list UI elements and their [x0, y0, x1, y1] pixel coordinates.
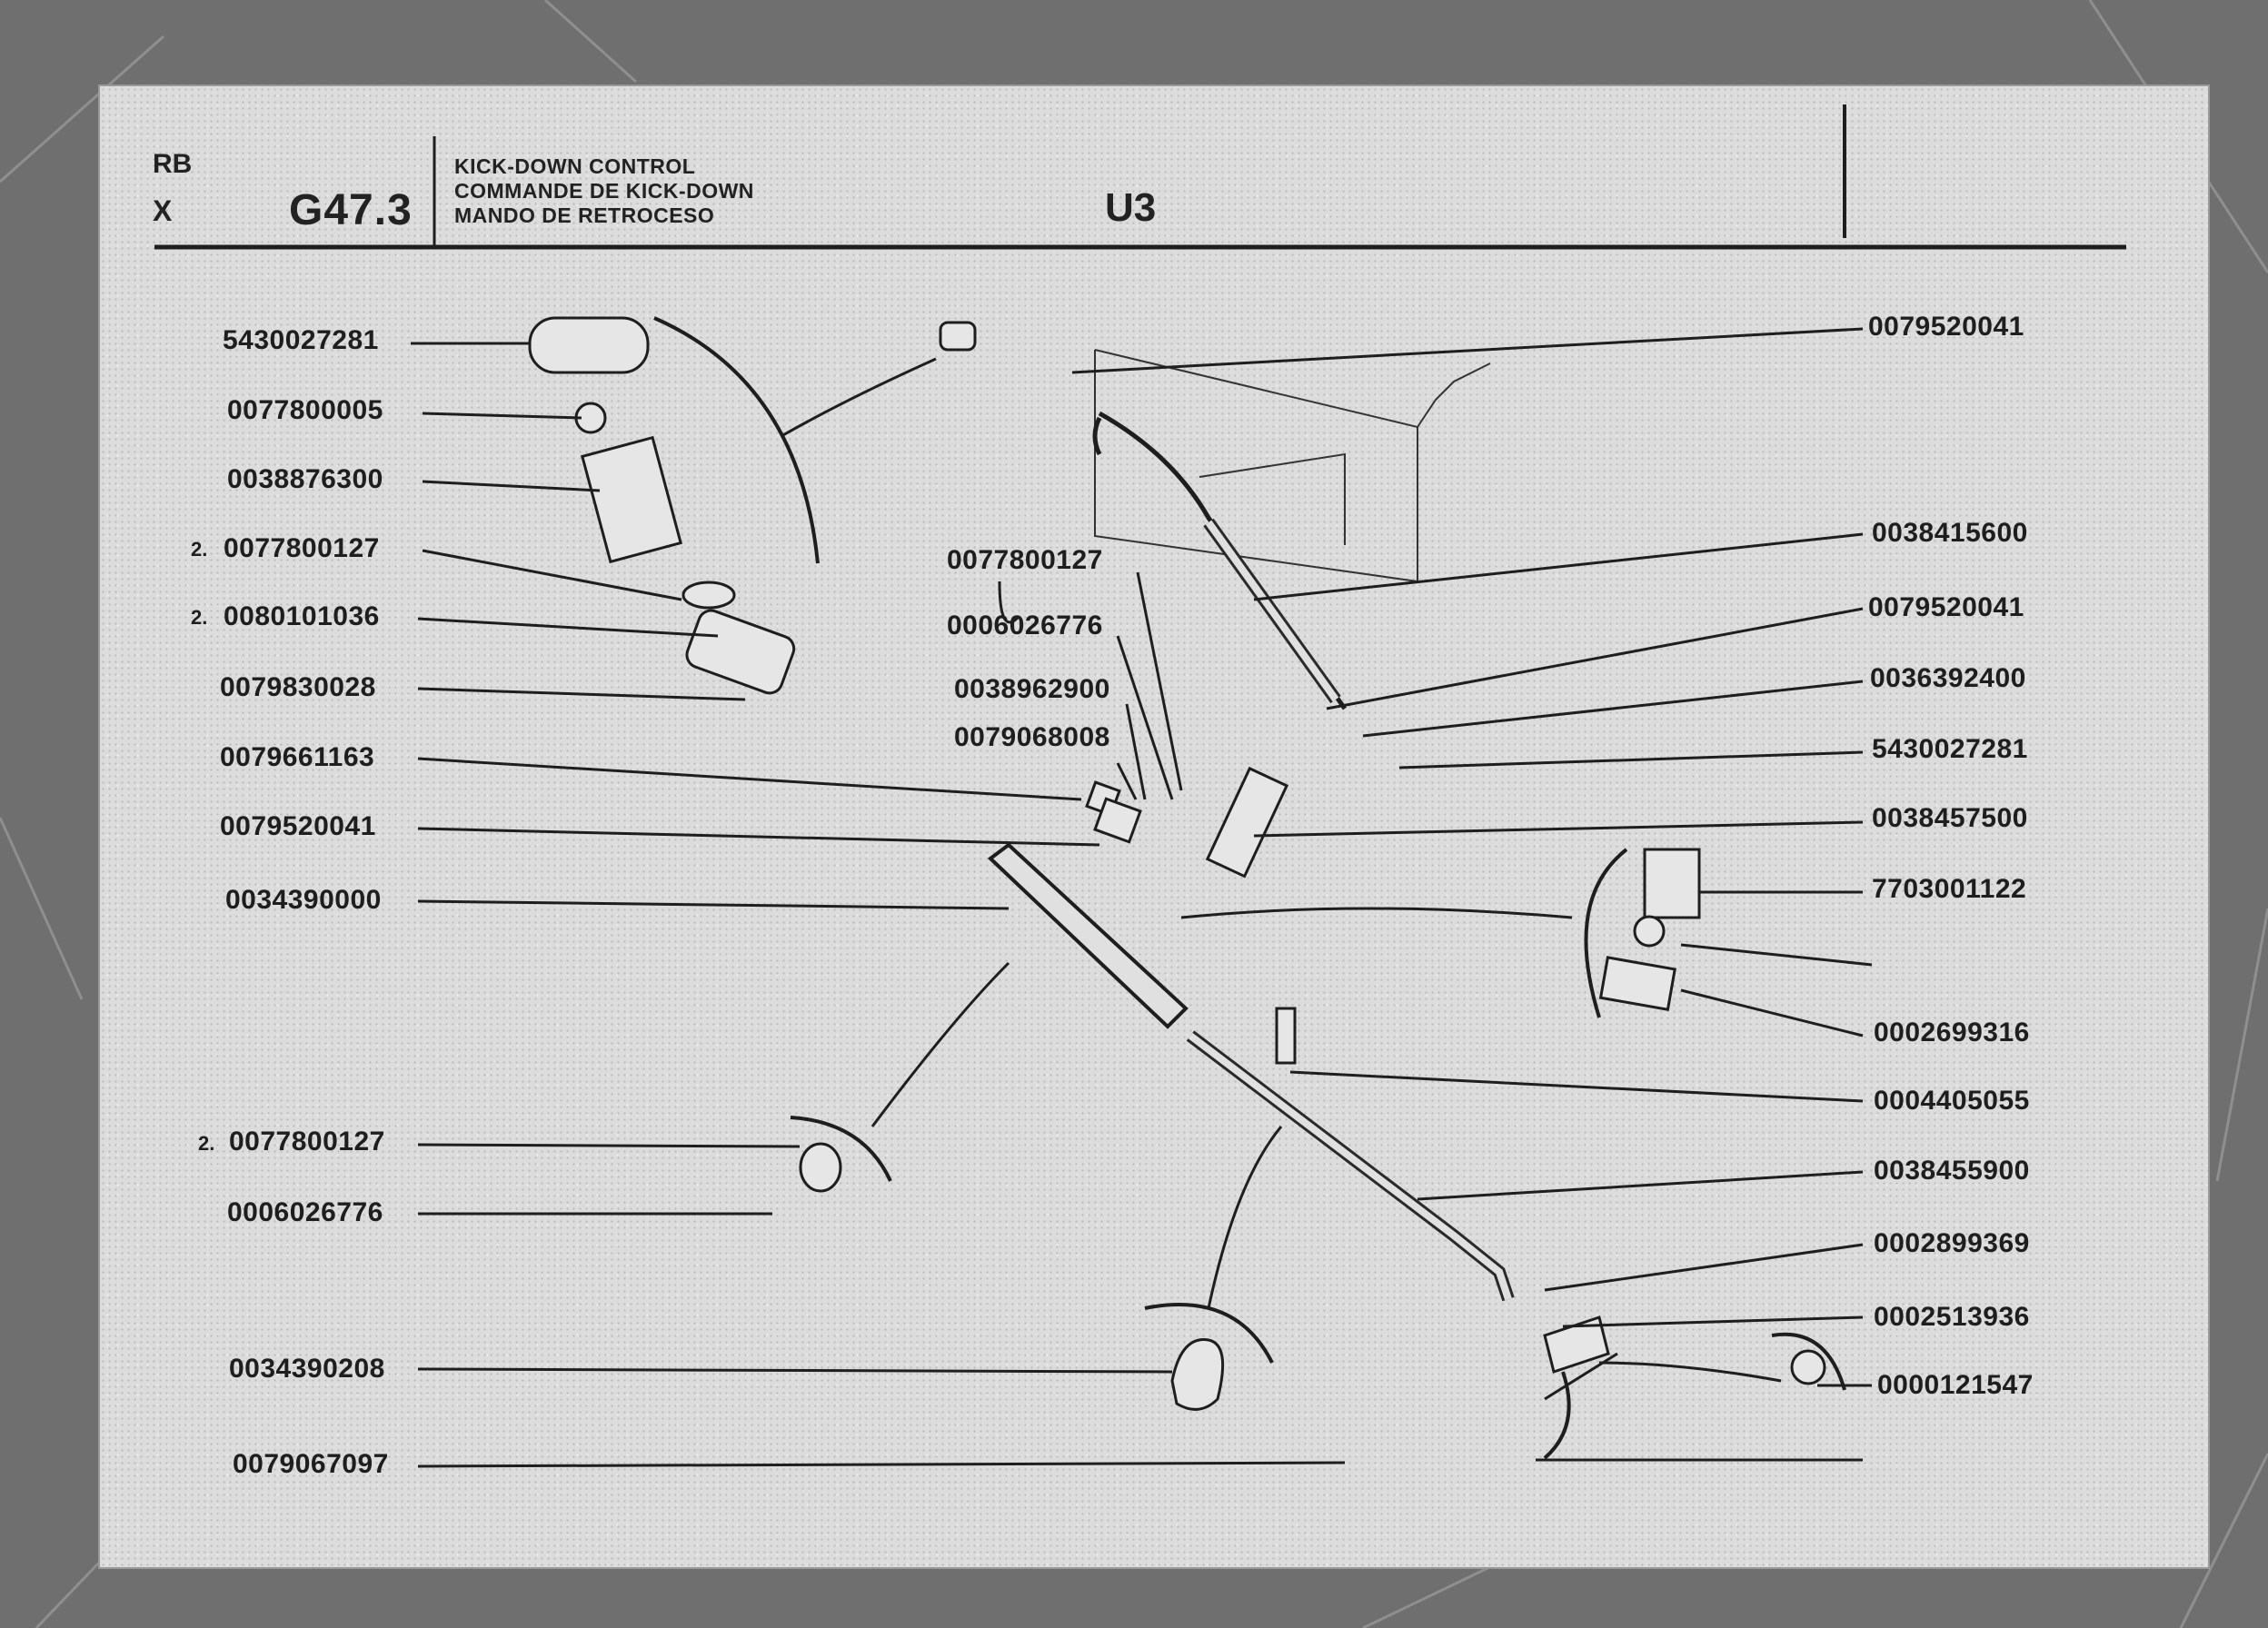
part-number-label: 0002899369: [1874, 1228, 2030, 1258]
header-rules: [154, 104, 2126, 250]
part-number-label: 0080101036: [224, 601, 380, 631]
part-number-label: 0006026776: [947, 610, 1103, 640]
part-number-label: 0079830028: [220, 672, 376, 702]
page-code: G47.3: [289, 186, 413, 234]
part-number-label: 0038962900: [954, 674, 1110, 704]
part-number-label: 0036392400: [1870, 663, 2026, 693]
part-number-label: 0079520041: [1868, 312, 2024, 342]
detail-arcs: [653, 316, 1846, 1460]
part-number-label: 0038876300: [227, 464, 383, 494]
part-number-label: 0077800127: [224, 533, 380, 563]
kick-down-cable: [1092, 411, 1348, 710]
accelerator-linkage-parts: [528, 316, 1826, 1411]
quantity-label: 2.: [191, 538, 208, 561]
title-spanish: MANDO DE RETROCESO: [454, 204, 715, 227]
part-number-label: 0034390208: [229, 1354, 385, 1384]
title-english: KICK-DOWN CONTROL: [454, 154, 696, 178]
part-number-label: 0002513936: [1874, 1302, 2030, 1332]
part-number-label: 0038457500: [1872, 803, 2028, 833]
leader-lines: [411, 327, 1873, 1468]
bulkhead-panel: [1094, 349, 1491, 582]
connector-curves: [781, 357, 1782, 1401]
part-number-label: 0004405055: [1874, 1086, 2030, 1116]
rod-linkage: [987, 842, 1515, 1302]
part-number-label: 0006026776: [227, 1197, 383, 1227]
part-number-label: 0079661163: [220, 742, 375, 772]
quantity-label: 2.: [191, 606, 208, 629]
group-code: U3: [1105, 185, 1157, 230]
part-number-label: 5430027281: [1872, 734, 2028, 764]
quantity-label: 2.: [198, 1132, 215, 1155]
header-x: X: [153, 194, 173, 227]
part-number-label: 0000121547: [1877, 1370, 2034, 1400]
part-number-label: 0079520041: [1868, 592, 2024, 622]
part-number-label: 0038455900: [1874, 1156, 2030, 1186]
part-number-label: 5430027281: [223, 325, 379, 355]
parts-sheet: [100, 86, 2208, 1567]
part-number-label: 0002699316: [1874, 1018, 2030, 1047]
part-number-label: 0079067097: [233, 1449, 389, 1479]
header-rb: RB: [153, 149, 193, 179]
part-number-label: 0077800127: [229, 1127, 385, 1156]
part-number-label: 7703001122: [1872, 874, 2027, 904]
part-number-label: 0077800005: [227, 395, 383, 425]
part-number-label: 0079520041: [220, 811, 376, 841]
title-french: COMMANDE DE KICK-DOWN: [454, 179, 754, 203]
part-number-label: 0077800127: [947, 545, 1103, 575]
part-number-label: 0038415600: [1872, 518, 2028, 548]
part-number-label: 0034390000: [225, 885, 382, 915]
part-number-label: 0079068008: [954, 722, 1110, 752]
